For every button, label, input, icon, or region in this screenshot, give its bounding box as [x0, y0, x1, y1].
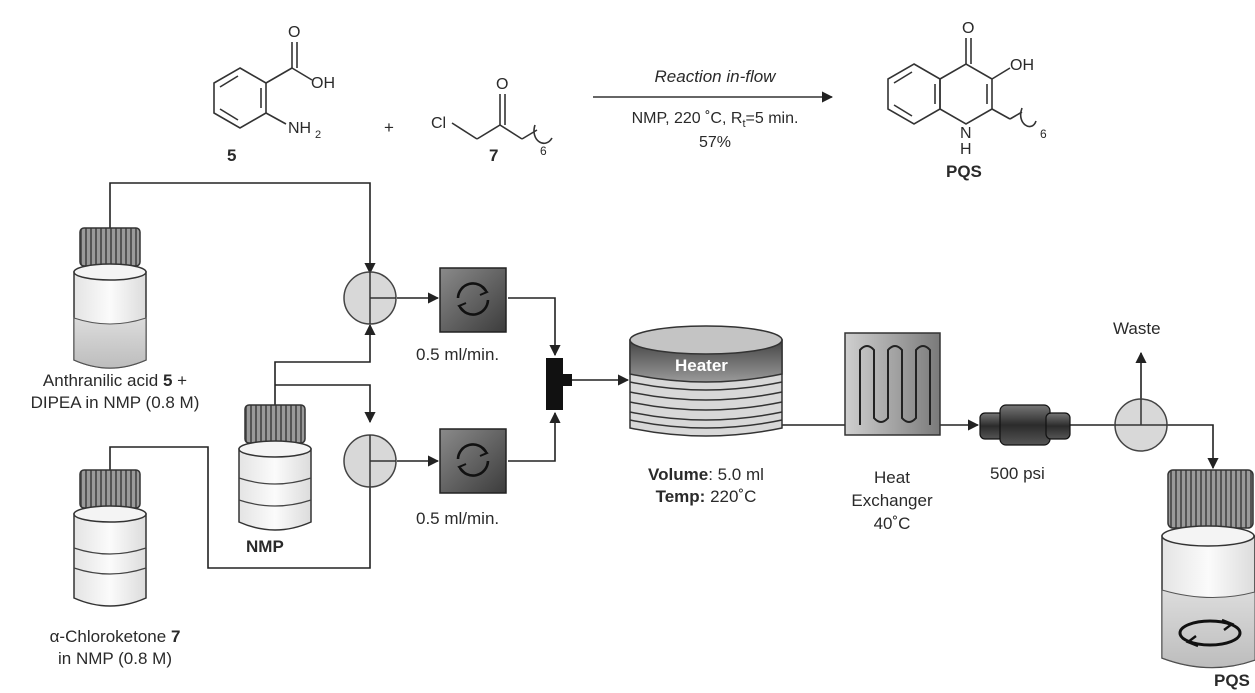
valve-outlet[interactable]: [1114, 398, 1168, 452]
reservoir-b-label: α-Chloroketone 7 in NMP (0.8 M): [49, 627, 181, 668]
atom-nh: NH: [288, 120, 311, 137]
stir-bar-icon: [1178, 618, 1242, 648]
t-mixer: [546, 358, 572, 410]
reactor-volume-temp: Volume: 5.0 ml Temp: 220˚C: [648, 465, 764, 506]
atom-n: N: [960, 125, 972, 142]
pump-bottom-flow-rate: 0.5 ml/min.: [416, 509, 500, 528]
atom-cl: Cl: [431, 115, 446, 132]
atom-oh-1: OH: [311, 75, 335, 92]
reagent-5-label: 5: [227, 146, 237, 165]
atom-o-2: O: [496, 76, 508, 93]
collection-flask: [1161, 469, 1255, 669]
atom-nh-sub: 2: [315, 129, 321, 141]
reaction-scheme: [213, 38, 1037, 144]
heater[interactable]: [629, 325, 783, 437]
pump-top-flow-rate: 0.5 ml/min.: [416, 345, 500, 364]
pqs-structure: [887, 38, 1037, 128]
heat-exchanger[interactable]: [844, 332, 941, 436]
reaction-condition-top: Reaction in-flow: [654, 67, 776, 86]
atom-oh-2: OH: [1010, 57, 1034, 74]
valve-bottom[interactable]: [343, 434, 397, 488]
reagent-7-label: 7: [489, 146, 499, 165]
plus-sign: +: [384, 118, 394, 137]
tubing: [109, 182, 1219, 569]
reaction-conditions: NMP, 220 ˚C, Rt=5 min.: [631, 110, 799, 131]
chain-n-2: 6: [1040, 127, 1047, 141]
heat-exchanger-label: Heat Exchanger 40˚C: [851, 468, 933, 533]
chloroketone-structure: [451, 94, 553, 144]
bpr-pressure-label: 500 psi: [990, 464, 1045, 483]
valve-top[interactable]: [343, 271, 397, 325]
reservoir-a-label: Anthranilic acid 5 + DIPEA in NMP (0.8 M…: [30, 371, 200, 412]
reaction-yield: 57%: [698, 134, 732, 151]
chain-n-1: 6: [540, 144, 547, 158]
reaction-atom-labels: O OH NH 2 Cl O 6 O OH N H 6: [288, 20, 1047, 158]
heater-label: Heater: [675, 356, 728, 375]
reservoir-chloroketone: [73, 469, 147, 607]
reservoir-anthranilic-acid: [73, 227, 147, 369]
product-label: PQS: [946, 162, 982, 181]
pump-top[interactable]: [439, 267, 507, 333]
nmp-solvent-label: NMP: [246, 537, 284, 556]
atom-o-3: O: [962, 20, 974, 37]
pump-bottom[interactable]: [439, 428, 507, 494]
waste-label: Waste: [1113, 319, 1161, 338]
atom-o-1: O: [288, 24, 300, 41]
cycle-icon: [456, 282, 490, 316]
collection-pqs-label: PQS: [1214, 671, 1250, 690]
anthranilic-acid-structure: [213, 42, 313, 129]
back-pressure-regulator[interactable]: [979, 404, 1071, 446]
reservoir-nmp: [238, 404, 312, 531]
cycle-icon: [456, 443, 490, 477]
atom-h: H: [960, 141, 972, 158]
